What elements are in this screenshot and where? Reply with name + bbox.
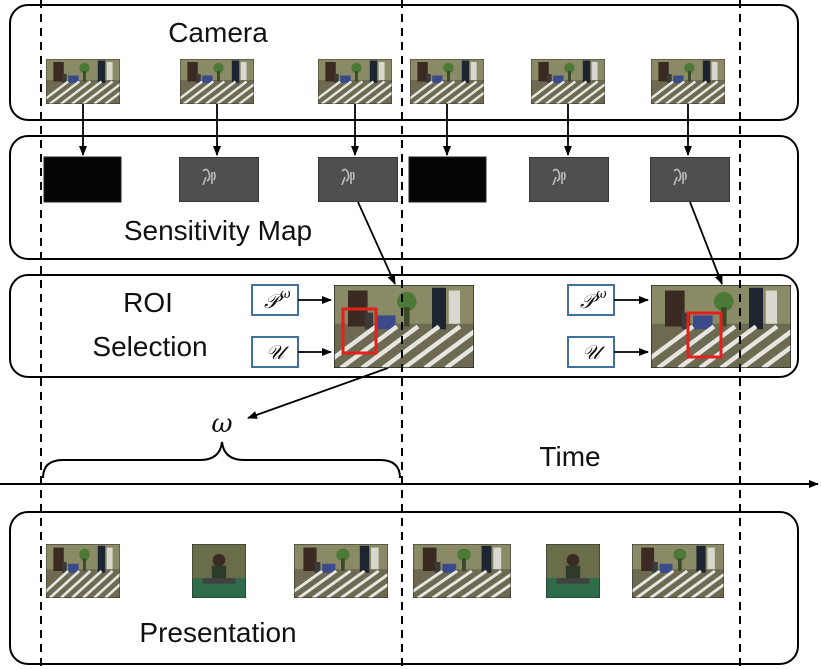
sensitivity-map-black: [408, 156, 487, 203]
sensitivity-label: Sensitivity Map: [124, 215, 312, 246]
input-arrows: [298, 296, 649, 356]
time-axis-label: Time: [539, 441, 600, 472]
u-input: 𝒰: [567, 336, 615, 368]
p-omega-input: 𝒫 ω: [251, 284, 299, 316]
roi-highlight-box: [686, 311, 723, 359]
presentation-crop: [546, 544, 600, 598]
u-input: 𝒰: [251, 336, 299, 368]
window-brace: [42, 441, 401, 479]
sensitivity-map-black: [43, 156, 122, 203]
presentation-crop: [192, 544, 246, 598]
sensitivity-map-gray: [529, 157, 609, 202]
roi-label-line2: Selection: [92, 331, 207, 362]
window-omega-symbol: ω: [211, 409, 232, 439]
p-omega-input: 𝒫 ω: [567, 284, 615, 316]
map-to-roi-arrows: [357, 201, 723, 285]
roi-highlight-box: [341, 307, 378, 355]
camera-label: Camera: [168, 17, 268, 48]
p-omega-superscript: ω: [596, 287, 607, 302]
presentation-label: Presentation: [139, 617, 296, 648]
p-omega-superscript: ω: [280, 287, 291, 302]
sensitivity-map-gray: [650, 157, 730, 202]
roi-to-window-arrow: [247, 367, 389, 419]
sensitivity-map-gray: [179, 157, 259, 202]
sensitivity-map-gray: [318, 157, 398, 202]
camera-to-map-arrows: [79, 104, 692, 156]
roi-label-line1: ROI: [123, 287, 173, 318]
